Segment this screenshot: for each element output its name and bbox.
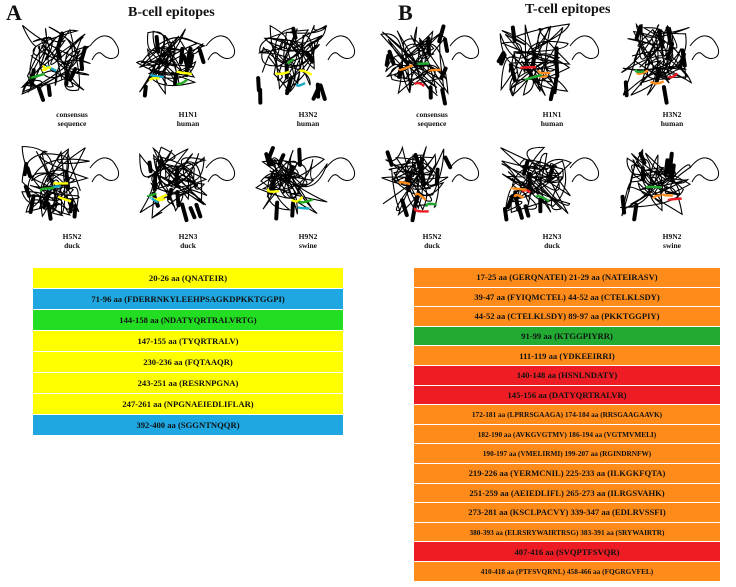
b-structure-1 — [372, 16, 492, 108]
b-structure-2 — [492, 16, 612, 108]
panel-a-letter: A — [6, 0, 22, 25]
epitope-row: 39-47 aa (FYIQMCTEL) 44-52 aa (CTELKLSDY… — [414, 287, 720, 308]
epitope-row: 230-236 aa (FQTAAQR) — [33, 352, 343, 373]
epitope-row: 140-148 aa (HSNLNDATY) — [414, 366, 720, 386]
b-caption-line: duck — [544, 241, 560, 250]
b-caption-line: H9N2 — [662, 232, 682, 241]
b-caption-line: human — [660, 119, 684, 128]
b-structure-6 — [612, 138, 732, 230]
t-cell-epitope-table: 17-25 aa (GERQNATEI) 21-29 aa (NATEIRASV… — [414, 268, 720, 582]
b-cell-epitope-table: 20-26 aa (QNATEIR)71-96 aa (FDERRNKYLEEH… — [33, 268, 343, 436]
b-caption-line: sequence — [417, 119, 447, 128]
b-structure-3 — [612, 16, 732, 108]
a-structure-6 — [248, 138, 368, 230]
epitope-row: 144-158 aa (NDATYQRTRALVRTG) — [33, 310, 343, 331]
a-caption-line: consensus — [56, 110, 88, 119]
a-caption-line: human — [176, 119, 200, 128]
epitope-row: 392-400 aa (SGGNTNQQR) — [33, 415, 343, 436]
b-caption-line: H3N2 — [662, 110, 682, 119]
b-structure-5 — [492, 138, 612, 230]
a-caption-line: human — [296, 119, 320, 128]
a-structure-1 — [12, 16, 132, 108]
a-caption-line: H3N2 — [298, 110, 318, 119]
a-caption-line: swine — [299, 241, 317, 250]
a-structure-4 — [12, 138, 132, 230]
a-caption-line: H5N2 — [62, 232, 82, 241]
b-caption-line: swine — [663, 241, 681, 250]
epitope-row: 147-155 aa (TYQRTRALV) — [33, 331, 343, 352]
epitope-row: 243-251 aa (RESRNPGNA) — [33, 373, 343, 394]
epitope-row: 190-197 aa (VMELIRMI) 199-207 aa (RGINDR… — [414, 444, 720, 464]
epitope-row: 145-156 aa (DATYQRTRALVR) — [414, 385, 720, 406]
epitope-row: 71-96 aa (FDERRNKYLEEHPSAGKDPKKTGGPI) — [33, 289, 343, 310]
a-caption-line: H9N2 — [298, 232, 318, 241]
epitope-row: 273-281 aa (KSCLPACVY) 339-347 aa (EDLRV… — [414, 503, 720, 523]
epitope-row: 111-119 aa (YDKEEIRRI) — [414, 346, 720, 366]
b-structure-4 — [372, 138, 492, 230]
panel-b-title: T-cell epitopes — [525, 2, 611, 17]
b-caption-line: consensus — [416, 110, 448, 119]
epitope-row: 17-25 aa (GERQNATEI) 21-29 aa (NATEIRASV… — [414, 268, 720, 288]
b-caption-line: H1N1 — [542, 110, 562, 119]
epitope-row: 91-99 aa (KTGGPIYRR) — [414, 326, 720, 347]
epitope-row: 182-190 aa (AVKGVGTMV) 186-194 aa (VGTMV… — [414, 424, 720, 445]
a-caption-line: H1N1 — [178, 110, 198, 119]
epitope-row: 380-393 aa (ELRSRYWAIRTRSG) 383-391 aa (… — [414, 522, 720, 543]
a-structure-5 — [128, 138, 248, 230]
epitope-row: 219-226 aa (YERMCNIL) 225-233 aa (ILKGKF… — [414, 464, 720, 484]
panel-b-letter: B — [398, 0, 413, 25]
panel-a-title: B-cell epitopes — [128, 5, 215, 20]
b-caption-line: H5N2 — [422, 232, 442, 241]
epitope-row: 247-261 aa (NPGNAEIEDLIFLAR) — [33, 394, 343, 415]
epitope-row: 410-418 aa (PTFSVQRNL) 458-466 aa (FQGRG… — [414, 562, 720, 582]
b-caption-line: human — [540, 119, 564, 128]
epitope-row: 407-416 aa (SVQPTFSVQR) — [414, 542, 720, 562]
epitope-row: 172-181 aa (LPRRSGAAGA) 174-184 aa (RRSG… — [414, 405, 720, 425]
b-caption-line: H2N3 — [542, 232, 562, 241]
b-caption-line: duck — [424, 241, 440, 250]
epitope-row: 44-52 aa (CTELKLSDY) 89-97 aa (PKKTGGPIY… — [414, 307, 720, 327]
a-caption-line: sequence — [57, 119, 87, 128]
epitope-row: 251-259 aa (AEIEDLIFL) 265-273 aa (ILRGS… — [414, 483, 720, 504]
a-caption-line: duck — [180, 241, 196, 250]
a-structure-2 — [128, 16, 248, 108]
epitope-row: 20-26 aa (QNATEIR) — [33, 268, 343, 289]
a-caption-line: duck — [64, 241, 80, 250]
a-caption-line: H2N3 — [178, 232, 198, 241]
a-structure-3 — [248, 16, 368, 108]
